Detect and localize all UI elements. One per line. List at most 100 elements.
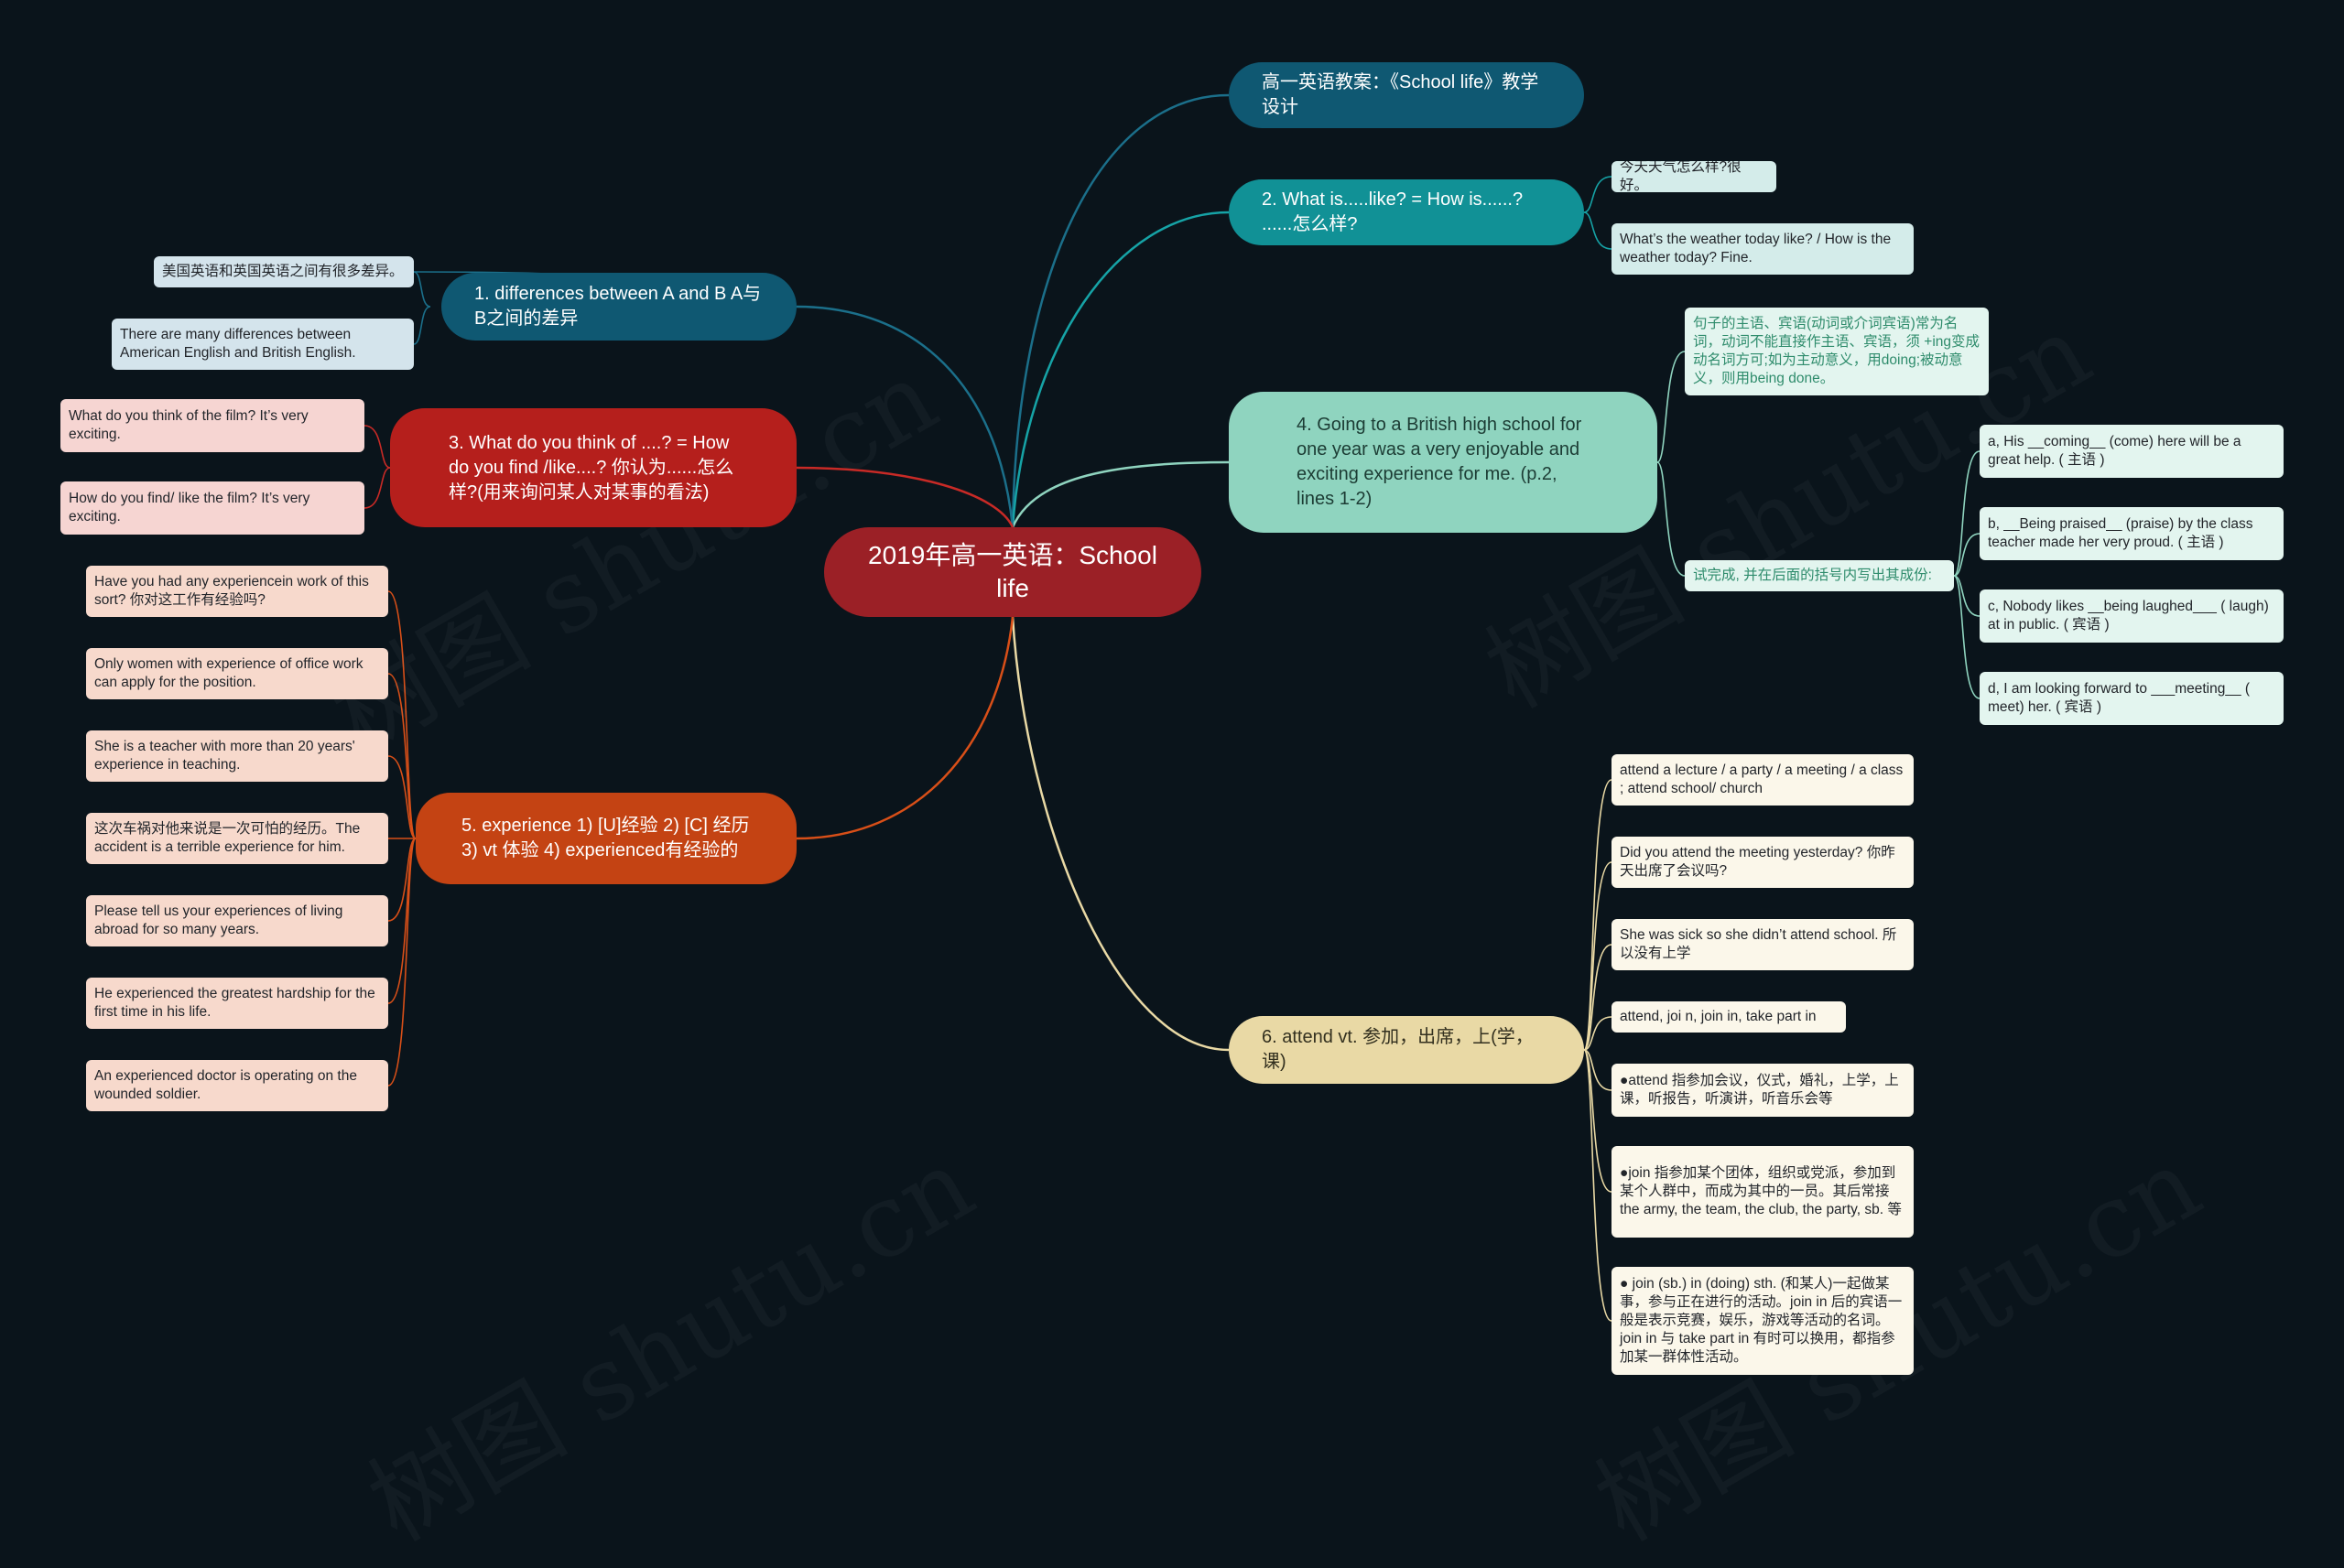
connector-line (1656, 351, 1686, 463)
connector-line (1583, 861, 1612, 1051)
connector-line (1583, 944, 1612, 1051)
connector-line (387, 838, 417, 922)
leaf-text: Please tell us your experiences of livin… (94, 903, 343, 937)
leaf-text: ● join (sb.) in (doing) sth. (和某人)一起做某事，… (1620, 1276, 1903, 1365)
leaf-exercise-b[interactable]: b, __Being praised__ (praise) by the cla… (1980, 507, 2284, 560)
connector-line (387, 590, 417, 839)
branch-label: 高一英语教案：《School life》教学设计 (1262, 72, 1539, 117)
connector-line (387, 755, 417, 839)
leaf-join-note[interactable]: ●join 指参加某个团体，组织或党派，参加到某个人群中，而成为其中的一员。其后… (1612, 1146, 1914, 1238)
leaf-exercise-a[interactable]: a, His __coming__ (come) here will be a … (1980, 425, 2284, 478)
leaf-text: attend a lecture / a party / a meeting /… (1620, 762, 1904, 796)
branch-going-to-school[interactable]: 4. Going to a British high school for on… (1229, 392, 1657, 533)
connector-line (1011, 460, 1230, 528)
leaf-text: 美国英语和英国英语之间有很多差异。 (162, 264, 404, 279)
branch-label: 6. attend vt. 参加，出席，上(学，课) (1262, 1027, 1534, 1072)
leaf-experience-example[interactable]: Have you had any experiencein work of th… (86, 566, 388, 617)
connector-line (1953, 575, 1980, 617)
branch-label: 4. Going to a British high school for on… (1297, 415, 1582, 509)
leaf-experience-example[interactable]: He experienced the greatest hardship for… (86, 978, 388, 1029)
branch-label: 5. experience 1) [U]经验 2) [C] 经历 3) vt 体… (461, 816, 750, 860)
connector-line (387, 838, 417, 1087)
branch-label: 1. differences between A and B A与B之间的差异 (474, 284, 762, 329)
leaf-text: ●attend 指参加会议，仪式，婚礼，上学，上课，听报告，听演讲，听音乐会等 (1620, 1073, 1899, 1107)
connector-line (1011, 211, 1230, 528)
branch-label: 2. What is.....like? = How is......? ...… (1262, 189, 1524, 234)
leaf-text: How do you find/ like the film? It’s ver… (69, 491, 310, 524)
root-topic[interactable]: 2019年高一英语：School life (824, 527, 1201, 617)
leaf-attend-usage[interactable]: attend a lecture / a party / a meeting /… (1612, 754, 1914, 806)
connector-line (364, 425, 391, 469)
connector-line (413, 271, 431, 308)
leaf-text: 今天天气怎么样?很好。 (1620, 161, 1742, 192)
connector-line (1011, 616, 1230, 1052)
leaf-text: Did you attend the meeting yesterday? 你昨… (1620, 845, 1895, 879)
connector-line (1583, 1049, 1612, 1193)
leaf-exercise-d[interactable]: d, I am looking forward to ___meeting__ … (1980, 672, 2284, 725)
leaf-text: c, Nobody likes __being laughed___ ( lau… (1988, 599, 2269, 633)
connector-line (1011, 93, 1230, 528)
connector-line (1656, 461, 1686, 577)
connector-line (413, 306, 431, 345)
leaf-attend-note[interactable]: ●attend 指参加会议，仪式，婚礼，上学，上课，听报告，听演讲，听音乐会等 (1612, 1064, 1914, 1117)
leaf-experience-example[interactable]: Only women with experience of office wor… (86, 648, 388, 699)
leaf-text: 这次车祸对他来说是一次可怕的经历。The accident is a terri… (94, 821, 361, 855)
branch-what-is-like[interactable]: 2. What is.....like? = How is......? ...… (1229, 179, 1584, 245)
leaf-think-film[interactable]: What do you think of the film? It’s very… (60, 399, 364, 452)
leaf-text: 句子的主语、宾语(动词或介词宾语)常为名词，动词不能直接作主语、宾语，须 +in… (1693, 316, 1980, 386)
leaf-text: attend, joi n, join in, take part in (1620, 1009, 1817, 1024)
connector-line (364, 467, 391, 509)
connector-line (387, 838, 417, 1004)
leaf-text: Have you had any experiencein work of th… (94, 574, 369, 608)
connector-line (1583, 779, 1612, 1051)
root-topic-label: 2019年高一英语：School life (868, 541, 1157, 602)
leaf-gerund-rule[interactable]: 句子的主语、宾语(动词或介词宾语)常为名词，动词不能直接作主语、宾语，须 +in… (1685, 308, 1989, 395)
leaf-attend-synonyms[interactable]: attend, joi n, join in, take part in (1612, 1001, 1846, 1033)
connector-line (796, 305, 1015, 528)
leaf-text: Only women with experience of office wor… (94, 656, 364, 690)
leaf-text: There are many differences between Ameri… (120, 327, 356, 361)
connector-line (1583, 211, 1612, 250)
leaf-text: a, His __coming__ (come) here will be a … (1988, 434, 2241, 468)
leaf-text: What’s the weather today like? / How is … (1620, 232, 1892, 265)
branch-experience[interactable]: 5. experience 1) [U]经验 2) [C] 经历 3) vt 体… (416, 793, 797, 884)
leaf-text: An experienced doctor is operating on th… (94, 1068, 357, 1102)
leaf-experience-example[interactable]: 这次车祸对他来说是一次可怕的经历。The accident is a terri… (86, 813, 388, 864)
connector-line (1583, 1049, 1612, 1322)
leaf-weather-english[interactable]: What’s the weather today like? / How is … (1612, 223, 1914, 275)
leaf-differences-english[interactable]: There are many differences between Ameri… (112, 319, 414, 370)
leaf-experience-example[interactable]: An experienced doctor is operating on th… (86, 1060, 388, 1111)
connector-line (1583, 176, 1612, 213)
connector-line (1583, 1049, 1612, 1091)
branch-lesson-plan[interactable]: 高一英语教案：《School life》教学设计 (1229, 62, 1584, 128)
leaf-text: She was sick so she didn’t attend school… (1620, 927, 1897, 961)
leaf-weather-chinese[interactable]: 今天天气怎么样?很好。 (1612, 161, 1776, 192)
connector-line (1953, 450, 1980, 577)
leaf-exercise-intro[interactable]: 试完成, 并在后面的括号内写出其成份: (1685, 560, 1954, 591)
branch-attend[interactable]: 6. attend vt. 参加，出席，上(学，课) (1229, 1016, 1584, 1084)
leaf-text: ●join 指参加某个团体，组织或党派，参加到某个人群中，而成为其中的一员。其后… (1620, 1165, 1902, 1217)
leaf-attend-example-1[interactable]: Did you attend the meeting yesterday? 你昨… (1612, 837, 1914, 888)
leaf-find-film[interactable]: How do you find/ like the film? It’s ver… (60, 481, 364, 535)
leaf-text: 试完成, 并在后面的括号内写出其成份: (1693, 568, 1932, 583)
leaf-text: He experienced the greatest hardship for… (94, 986, 375, 1020)
connector-line (1583, 1016, 1612, 1051)
connector-line (387, 673, 417, 839)
leaf-text: d, I am looking forward to ___meeting__ … (1988, 681, 2251, 715)
leaf-attend-example-2[interactable]: She was sick so she didn’t attend school… (1612, 919, 1914, 970)
branch-what-do-you-think[interactable]: 3. What do you think of ....? = How do y… (390, 408, 797, 527)
leaf-exercise-c[interactable]: c, Nobody likes __being laughed___ ( lau… (1980, 589, 2284, 643)
connector-line (1953, 533, 1980, 577)
leaf-text: b, __Being praised__ (praise) by the cla… (1988, 516, 2253, 550)
connector-line (1953, 575, 1980, 699)
connector-line (796, 616, 1015, 840)
connector-line (796, 466, 1015, 528)
branch-label: 3. What do you think of ....? = How do y… (449, 432, 734, 503)
branch-differences[interactable]: 1. differences between A and B A与B之间的差异 (441, 273, 797, 341)
leaf-join-in-note[interactable]: ● join (sb.) in (doing) sth. (和某人)一起做某事，… (1612, 1267, 1914, 1375)
leaf-experience-example[interactable]: She is a teacher with more than 20 years… (86, 730, 388, 782)
leaf-differences-chinese[interactable]: 美国英语和英国英语之间有很多差异。 (154, 256, 414, 287)
leaf-text: What do you think of the film? It’s very… (69, 408, 309, 442)
leaf-experience-example[interactable]: Please tell us your experiences of livin… (86, 895, 388, 946)
leaf-text: She is a teacher with more than 20 years… (94, 739, 355, 773)
